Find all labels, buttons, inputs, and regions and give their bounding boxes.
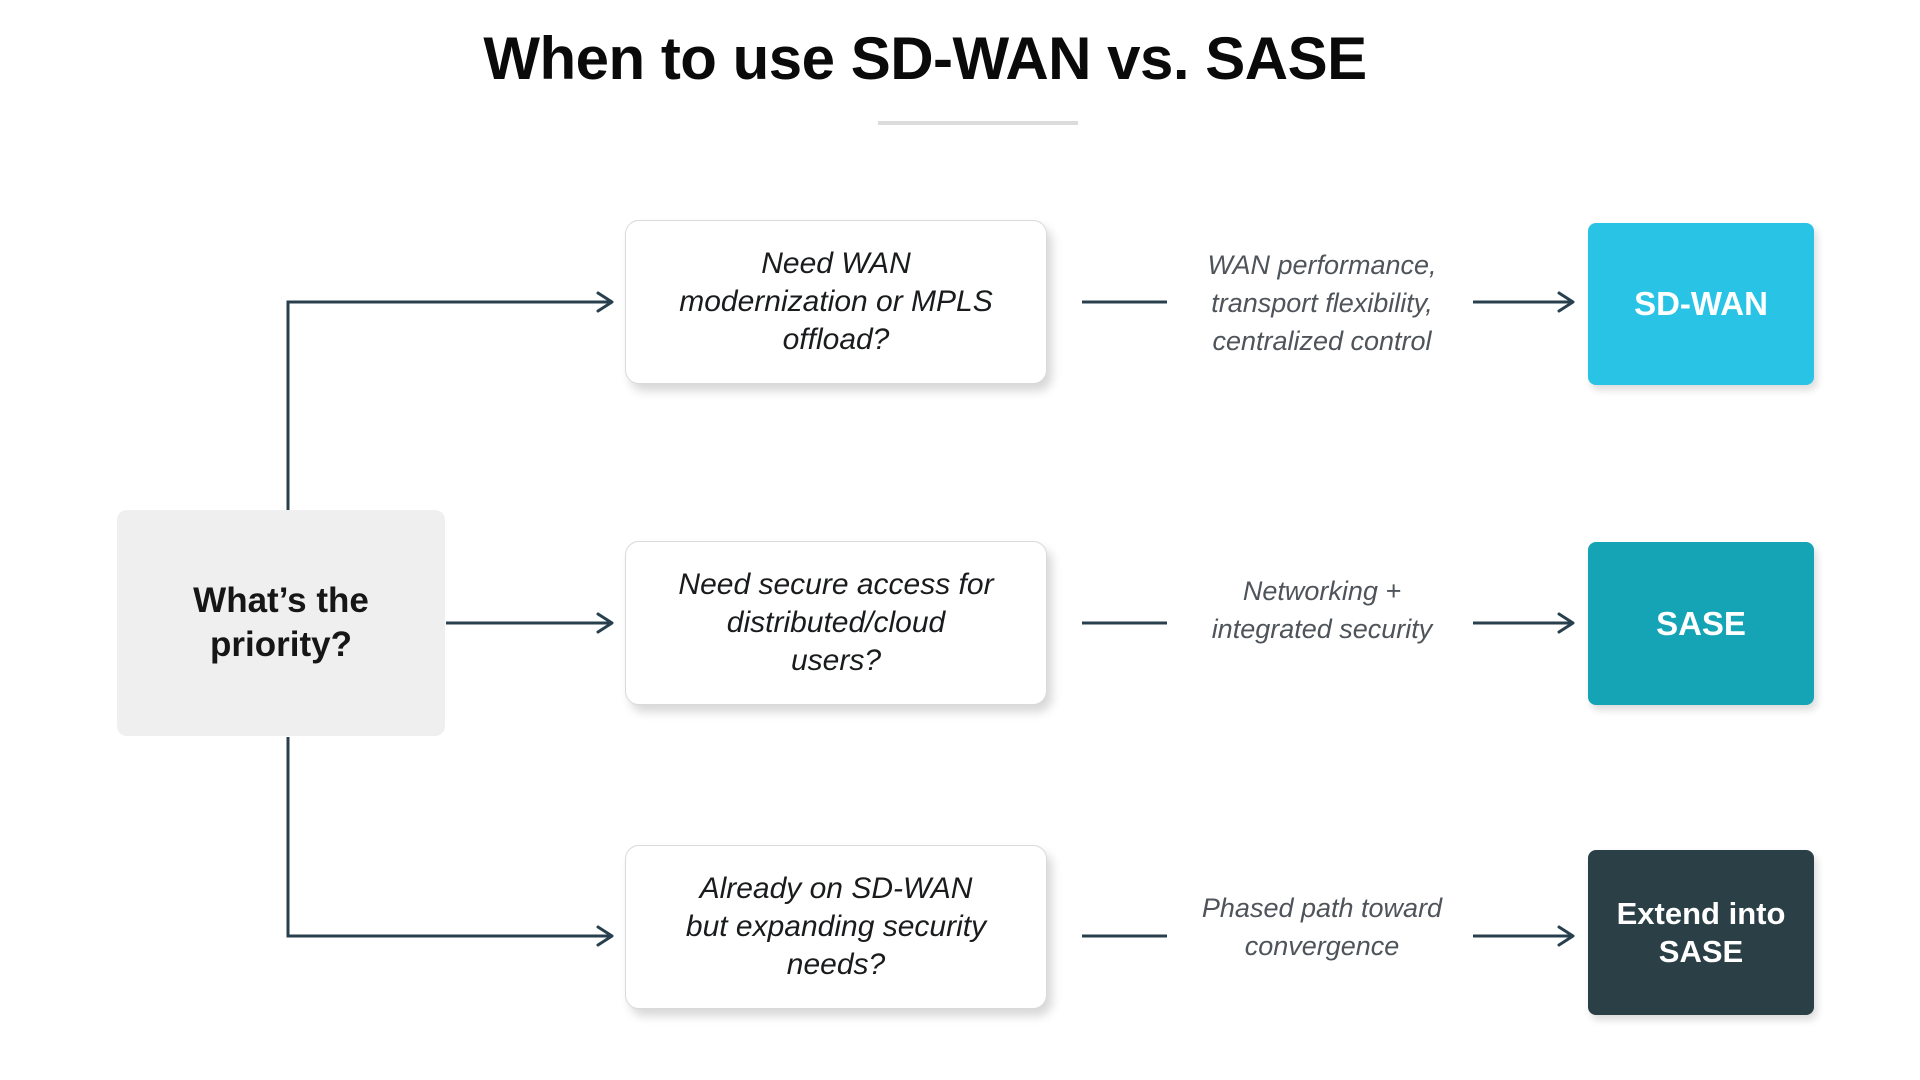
outcome-box-sase: SASE xyxy=(1588,542,1814,705)
question-line: distributed/cloud xyxy=(726,606,946,639)
outcome-box-sdwan: SD-WAN xyxy=(1588,223,1814,385)
title-divider xyxy=(878,121,1078,125)
priority-node-line: priority? xyxy=(210,625,352,664)
rationale-note-convergence: Phased path toward convergence xyxy=(1167,870,1477,984)
rationale-line: centralized control xyxy=(1212,326,1432,356)
question-box-expanding-security: Already on SD-WAN but expanding security… xyxy=(625,845,1047,1009)
rationale-line: Networking + xyxy=(1242,576,1402,606)
outcome-label-line: Extend into xyxy=(1616,895,1786,931)
outcome-label: SD-WAN xyxy=(1634,285,1768,322)
question-line: users? xyxy=(790,644,882,677)
rationale-note-sase: Networking + integrated security xyxy=(1167,553,1477,667)
priority-to-q1-connector xyxy=(286,291,614,511)
outcome-label-line: SASE xyxy=(1658,933,1744,969)
question-box-wan-modernization: Need WAN modernization or MPLS offload? xyxy=(625,220,1047,384)
rationale-note-sdwan: WAN performance, transport flexibility, … xyxy=(1167,240,1477,366)
rationale-line: convergence xyxy=(1244,931,1400,961)
question-box-secure-access: Need secure access for distributed/cloud… xyxy=(625,541,1047,705)
question-line: but expanding security xyxy=(685,910,987,943)
question-line: Need WAN xyxy=(761,247,911,280)
question-line: Need secure access for xyxy=(678,568,994,601)
outcome-label: SASE xyxy=(1656,604,1746,642)
rationale-line: transport flexibility, xyxy=(1211,288,1433,318)
page-title: When to use SD-WAN vs. SASE xyxy=(483,25,1367,92)
priority-node-line: What’s the xyxy=(193,581,369,620)
question-line: offload? xyxy=(782,323,890,356)
outcome-box-extend-into-sase: Extend into SASE xyxy=(1588,850,1814,1015)
question-line: Already on SD-WAN xyxy=(699,872,973,905)
rationale-line: WAN performance, xyxy=(1207,250,1437,280)
priority-to-q3-connector xyxy=(286,737,614,947)
rationale-line: Phased path toward xyxy=(1201,893,1443,923)
question-line: modernization or MPLS xyxy=(679,285,993,318)
rationale-line: integrated security xyxy=(1211,614,1433,644)
priority-node: What’s the priority? xyxy=(117,510,445,736)
question-line: needs? xyxy=(786,948,886,981)
